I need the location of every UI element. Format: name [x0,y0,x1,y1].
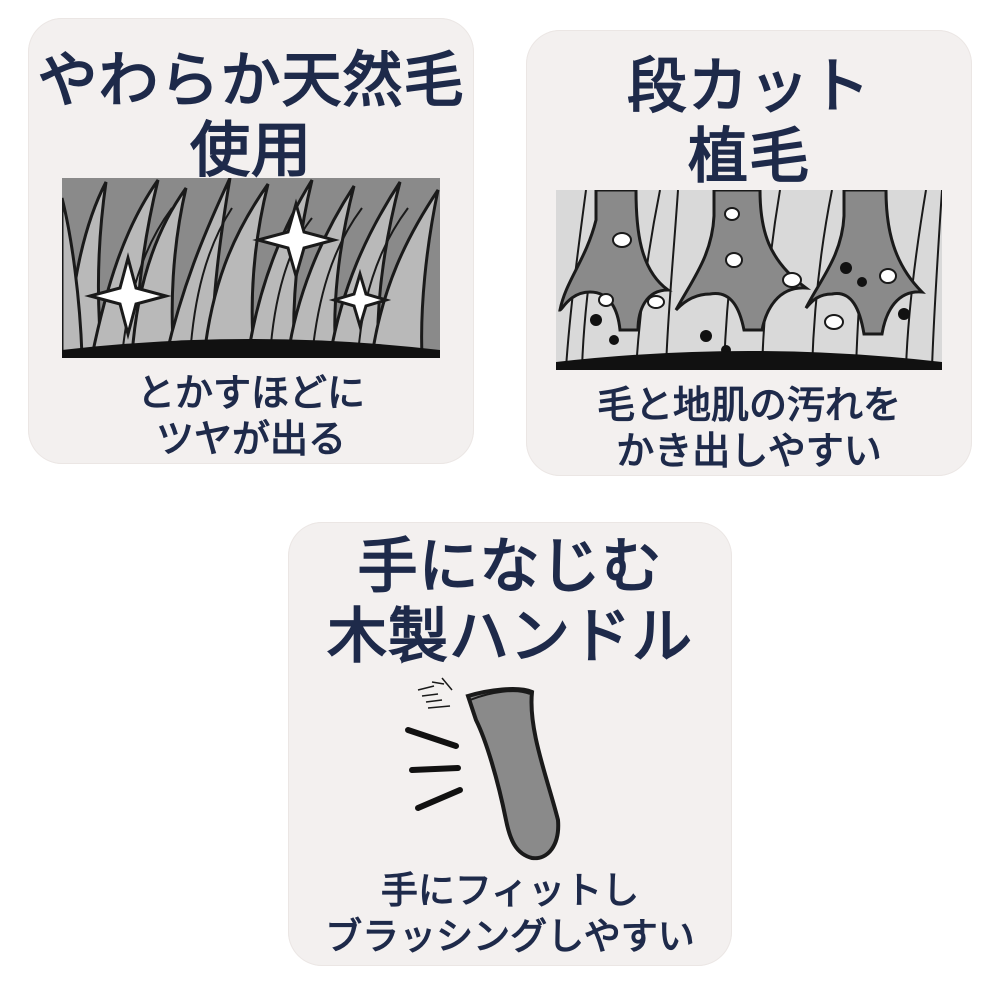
feature-title: 手になじむ 木製ハンドル [288,532,732,672]
feature-title-line: 木製ハンドル [327,602,693,672]
feature-caption: 毛と地肌の汚れを かき出しやすい [526,382,972,474]
feature-title-line: 段カット [627,52,871,122]
wooden-handle-illustration [405,677,561,861]
feature-caption-line: ツヤが出る [155,417,346,461]
feature-card-stepped-bristle: 段カット 植毛 [526,30,972,476]
feature-caption: とかすほどに ツヤが出る [28,370,474,462]
feature-title: やわらか天然毛 使用 [28,46,474,186]
feature-title-line: 使用 [190,116,312,186]
feature-caption-line: かき出しやすい [616,429,882,473]
feature-title-line: やわらか天然毛 [37,46,465,116]
feature-card-wooden-handle: 手になじむ 木製ハンドル 手にフィットし ブラッシングしやすい [288,522,732,966]
feature-title: 段カット 植毛 [526,52,972,192]
stepped-bristles-illustration [556,190,942,370]
feature-caption-line: 手にフィットし [380,869,640,912]
feature-caption: 手にフィットし ブラッシングしやすい [288,868,732,960]
feature-caption-line: とかすほどに [136,371,365,415]
feature-title-line: 手になじむ [357,532,663,602]
feature-caption-line: 毛と地肌の汚れを [596,383,901,427]
feature-caption-line: ブラッシングしやすい [325,915,695,958]
sparkle-bristles-illustration [62,178,440,358]
feature-title-line: 植毛 [688,122,810,192]
feature-card-natural-bristle: やわらか天然毛 使用 とかす [28,18,474,464]
